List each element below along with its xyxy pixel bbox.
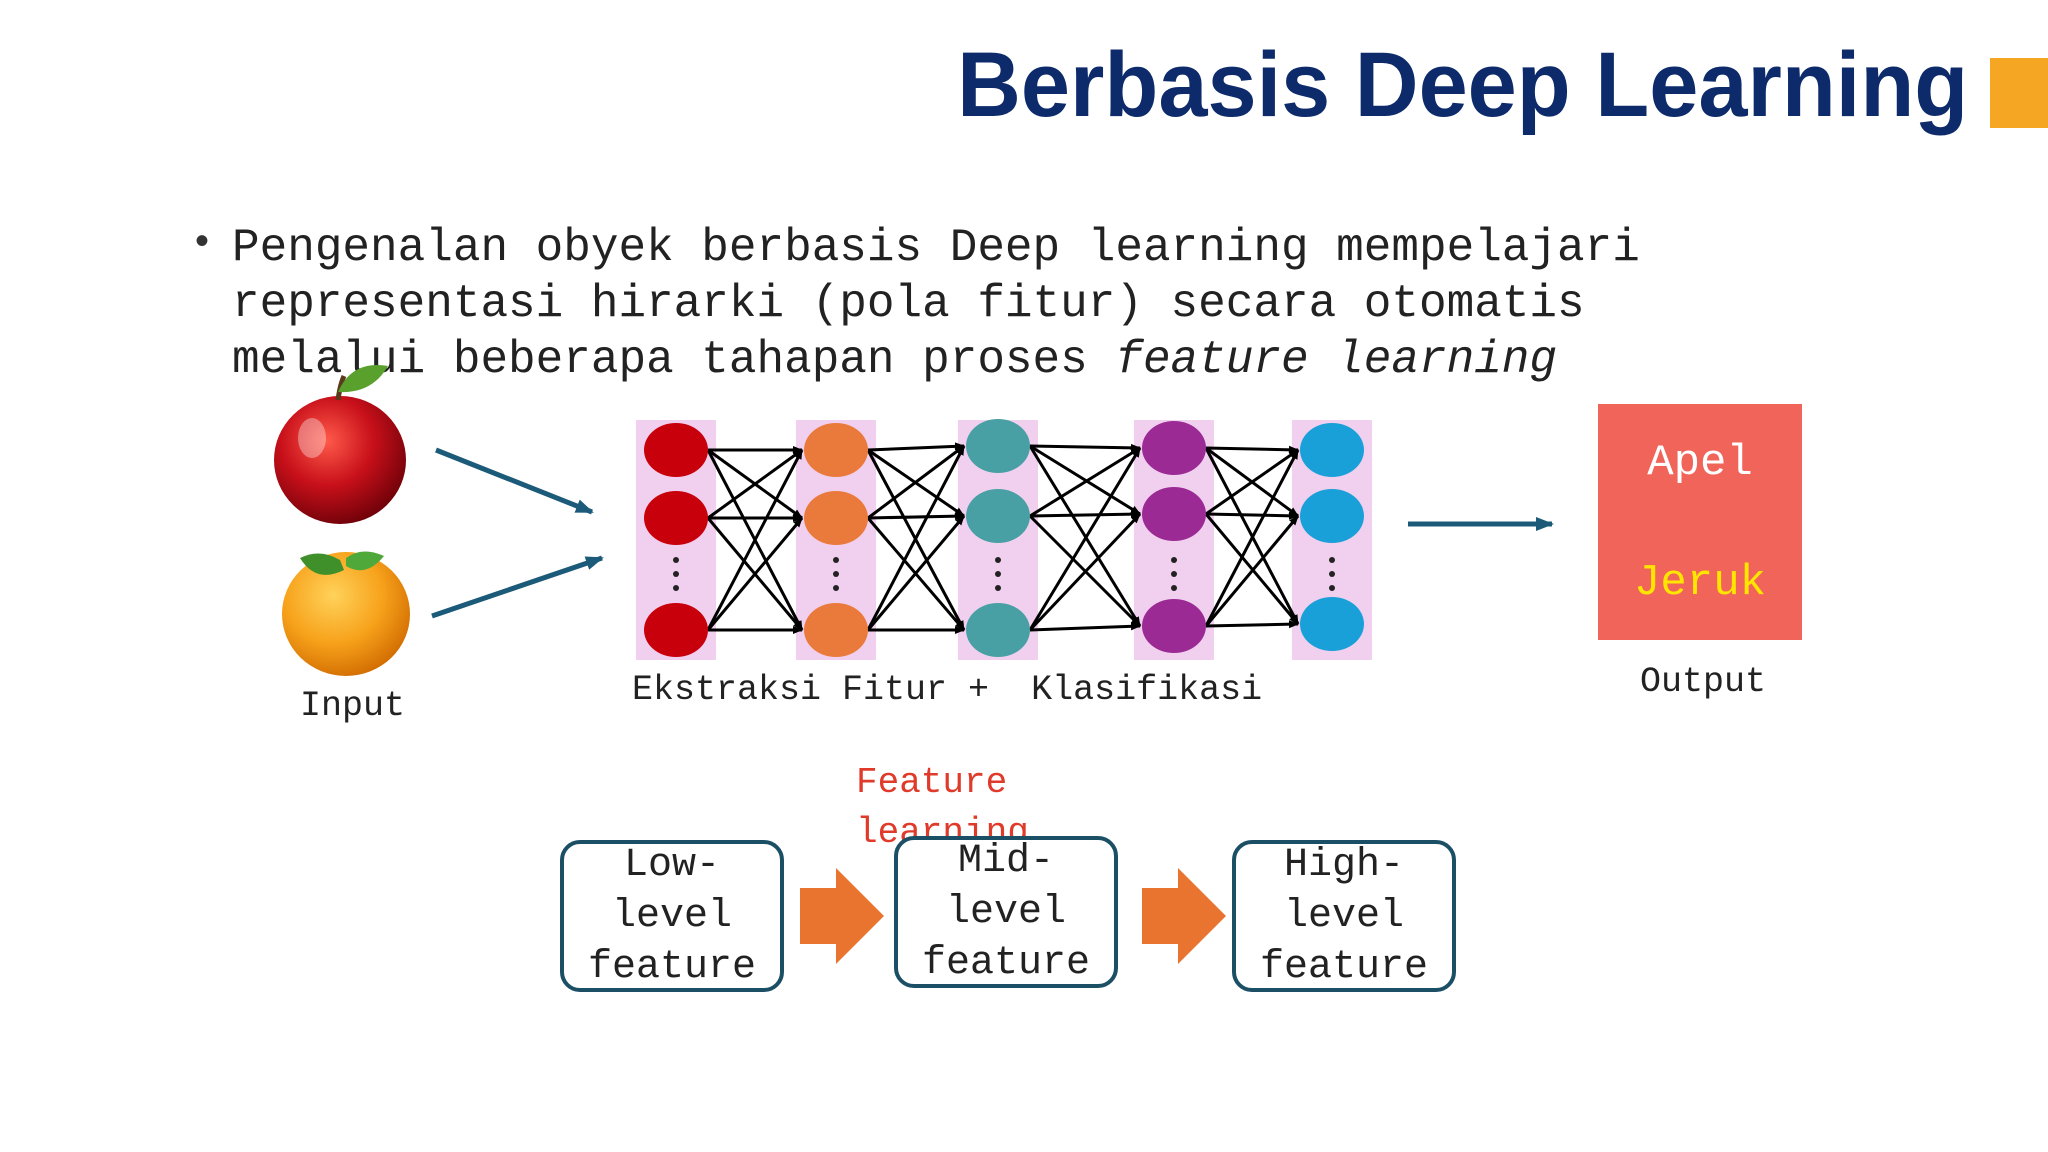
connection [706,517,804,631]
neuron-layer-5-node-2 [1300,489,1364,543]
output-class-apel: Apel [1647,438,1753,488]
output-class-jeruk: Jeruk [1633,558,1767,608]
ellipsis-dot [833,571,839,577]
level-arrow-2 [1142,868,1226,964]
slide-title: Berbasis Deep Learning [956,34,1968,136]
bullet-line-1: Pengenalan obyek berbasis Deep learning … [232,222,1640,274]
ellipsis-dot [1329,557,1335,563]
ellipsis-dot [1171,557,1177,563]
connection [866,445,966,631]
neuron-layer-3-node-1 [966,419,1030,473]
neuron-layer-4-node-1 [1142,421,1206,475]
network-layers [636,419,1372,660]
ellipsis-dot [1171,571,1177,577]
mid-level-feature-box: Mid- level feature [894,836,1118,988]
input-arrow-apple [435,447,594,515]
connection [1029,446,1141,518]
mid-level-line-1: Mid- [957,838,1054,884]
connection [1028,447,1142,631]
bullet-text: Pengenalan obyek berbasis Deep learning … [232,220,1832,386]
connection [1204,515,1300,627]
high-level-feature-box: High- level feature [1232,840,1456,992]
neuron-layer-1-node-1 [644,423,708,477]
input-label: Input [300,686,406,726]
connection [1205,445,1299,454]
mid-level-line-3: feature [921,940,1091,986]
bullet-icon: • [190,222,215,267]
apple-icon [274,365,406,524]
low-level-feature-box: Low- level feature [560,840,784,992]
low-level-line-3: feature [587,944,757,990]
ellipsis-dot [833,557,839,563]
connection [1204,449,1300,627]
connection [1028,445,1142,627]
neuron-layer-5-node-3 [1300,597,1364,651]
neuron-layer-2-node-2 [804,491,868,545]
connection [1205,511,1299,520]
connection [866,515,966,631]
neuron-layer-2-node-3 [804,603,868,657]
bullet-line-3-prefix: melalui beberapa tahapan proses [232,334,1116,386]
input-arrow-orange [431,555,604,619]
ellipsis-dot [673,585,679,591]
neuron-layer-3-node-3 [966,603,1030,657]
connection [1205,448,1299,516]
neuron-layer-4-node-3 [1142,599,1206,653]
output-box: Apel Jeruk [1598,404,1802,640]
high-level-line-3: feature [1259,944,1429,990]
network-label: Ekstraksi Fitur + Klasifikasi [632,670,1263,710]
neuron-layer-3-node-2 [966,489,1030,543]
connection [1028,512,1142,632]
orange-icon [282,551,410,676]
ellipsis-dot [1171,585,1177,591]
connection [707,448,803,520]
high-level-line-1: High- [1283,842,1405,888]
connection [1029,622,1141,632]
ellipsis-dot [995,585,1001,591]
neuron-layer-5-node-1 [1300,423,1364,477]
neuron-layer-2-node-1 [804,423,868,477]
ellipsis-dot [995,557,1001,563]
connection [1029,510,1141,519]
connection [867,444,965,520]
bullet-line-2: representasi hirarki (pola fitur) secara… [232,278,1585,330]
ellipsis-dot [1329,571,1335,577]
low-level-line-1: Low- [623,842,720,888]
title-accent-bar [1990,58,2048,128]
neuron-layer-1-node-3 [644,603,708,657]
bullet-line-3-emphasis: feature learning [1115,334,1558,386]
connection [1029,444,1141,516]
level-arrow-1 [800,868,884,964]
ellipsis-dot [673,557,679,563]
connection [1029,443,1141,452]
high-level-line-2: level [1283,893,1405,939]
ellipsis-dot [995,571,1001,577]
connection [867,442,965,452]
neuron-layer-1-node-2 [644,491,708,545]
ellipsis-dot [1329,585,1335,591]
ellipsis-dot [833,585,839,591]
connection [867,512,965,521]
low-level-line-2: level [611,893,733,939]
connection [1205,620,1299,629]
neuron-layer-4-node-2 [1142,487,1206,541]
ellipsis-dot [673,571,679,577]
connection [706,449,804,631]
output-label: Output [1640,662,1767,702]
mid-level-line-2: level [945,889,1067,935]
